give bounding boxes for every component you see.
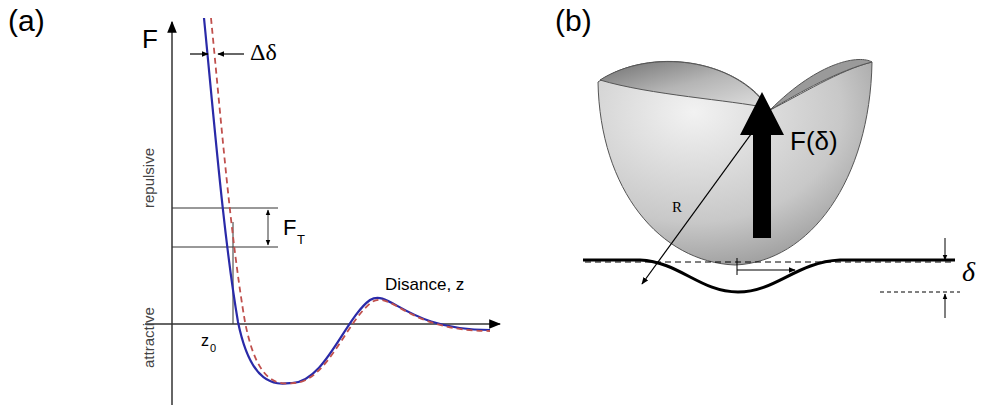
axis-label: Disance, z	[385, 276, 464, 293]
force-curve-red	[211, 18, 490, 383]
contact-tick	[737, 258, 738, 275]
subscript: 0	[210, 343, 216, 354]
position-label: z	[201, 333, 209, 349]
axis-region: repulsive	[141, 148, 156, 208]
axis-region: attractive	[141, 307, 156, 368]
indent-dimension	[880, 238, 960, 318]
axis-label: F	[142, 26, 158, 52]
contact-radius	[737, 269, 795, 270]
indent-label: δ	[962, 258, 975, 286]
force-label: F(δ)	[790, 128, 838, 154]
force-label: F	[283, 217, 296, 239]
shift-arrows	[190, 53, 244, 54]
radius-label: R	[672, 200, 682, 215]
subscript: T	[297, 233, 305, 246]
force-arrow	[740, 92, 784, 238]
sphere	[598, 59, 872, 265]
axes	[145, 22, 500, 405]
shift-label: Δδ	[250, 40, 277, 64]
surface	[583, 260, 955, 292]
panel-letter: (a)	[8, 6, 45, 36]
force-curve-blue	[204, 18, 490, 384]
panel-letter: (b)	[555, 6, 592, 36]
